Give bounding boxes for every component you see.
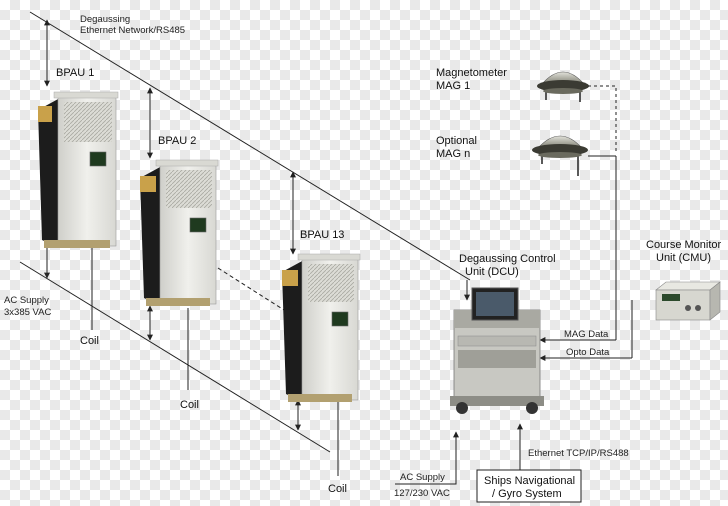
ac-supply-bottom-line2: 127/230 VAC bbox=[394, 488, 450, 499]
cabinet-louvers bbox=[308, 264, 354, 302]
cmu-label-line1: Course Monitor bbox=[646, 239, 722, 251]
magnetometer-mag1 bbox=[537, 71, 589, 102]
cabinet-louvers bbox=[64, 102, 112, 142]
ac-supply-bottom-line1: AC Supply bbox=[400, 472, 445, 483]
ships-navigational-box bbox=[476, 469, 582, 503]
dcu-wheel bbox=[456, 402, 468, 414]
mag-data-label: MAG Data bbox=[564, 329, 609, 340]
bottom-connections bbox=[395, 280, 523, 485]
cabinet-top bbox=[53, 91, 119, 99]
degaussing-label-line1: Degaussing bbox=[80, 14, 130, 25]
cmu-label-line2: Unit (CMU) bbox=[656, 252, 711, 264]
ethernet-label: Ethernet TCP/IP/RS488 bbox=[528, 448, 629, 459]
cmu-display bbox=[662, 294, 680, 301]
degaussing-label-line2: Ethernet Network/RS485 bbox=[80, 25, 185, 36]
bpau2-label: BPAU 2 bbox=[158, 135, 196, 147]
coil3-label: Coil bbox=[328, 483, 347, 495]
bpau1-cabinet bbox=[38, 91, 119, 248]
cabinet-display bbox=[189, 217, 207, 233]
cabinet-display bbox=[89, 151, 107, 167]
ac-supply-left-line2: 3x385 VAC bbox=[4, 307, 51, 318]
opto-data-label: Opto Data bbox=[566, 347, 610, 358]
cabinet-side-panel bbox=[38, 98, 60, 248]
dcu-label-line2: Unit (DCU) bbox=[465, 266, 519, 278]
magnetometer-label-line1: Magnetometer bbox=[436, 67, 507, 79]
cabinet-louvers bbox=[166, 170, 212, 208]
cabinet-top bbox=[155, 159, 219, 167]
cabinet-side-panel bbox=[282, 260, 304, 402]
ac-supply-line bbox=[19, 261, 331, 453]
optional-label-line2: MAG n bbox=[436, 148, 470, 160]
bpau2-cabinet bbox=[140, 159, 219, 306]
mag1-dashed-link bbox=[588, 85, 617, 152]
bpau13-cabinet bbox=[282, 253, 361, 402]
cabinet-base bbox=[288, 394, 352, 402]
cabinet-accent-strip bbox=[282, 270, 298, 286]
cabinet-accent-strip bbox=[38, 106, 52, 122]
degaussing-network-line bbox=[29, 11, 471, 281]
labels: Degaussing Ethernet Network/RS485 BPAU 1… bbox=[4, 14, 722, 500]
ships-label-line1: Ships Navigational bbox=[484, 475, 575, 487]
dcu-wheel bbox=[526, 402, 538, 414]
network-lines bbox=[19, 11, 471, 453]
dcu-console bbox=[450, 287, 544, 414]
cmu-box bbox=[655, 281, 721, 321]
magnetometer-links bbox=[539, 85, 633, 361]
cabinet-side-panel bbox=[140, 166, 162, 306]
cabinet-display bbox=[331, 311, 349, 327]
bpau1-label: BPAU 1 bbox=[56, 67, 94, 79]
cabinet-base bbox=[44, 240, 110, 248]
bpau13-label: BPAU 13 bbox=[300, 229, 344, 241]
coil2-label: Coil bbox=[180, 399, 199, 411]
magnetometer-magn bbox=[532, 135, 588, 176]
cabinet-accent-strip bbox=[140, 176, 156, 192]
ships-label-line2: / Gyro System bbox=[492, 488, 562, 500]
magnetometer-label-line2: MAG 1 bbox=[436, 80, 470, 92]
ac-supply-bottom-line bbox=[395, 431, 459, 485]
coil1-label: Coil bbox=[80, 335, 99, 347]
dcu-label-line1: Degaussing Control bbox=[459, 253, 556, 265]
cabinet-base bbox=[146, 298, 210, 306]
coil-lines bbox=[91, 238, 339, 476]
bpau-dashed-link bbox=[217, 267, 285, 311]
cabinet-top bbox=[297, 253, 361, 261]
optional-label-line1: Optional bbox=[436, 135, 477, 147]
ac-supply-left-line1: AC Supply bbox=[4, 295, 49, 306]
